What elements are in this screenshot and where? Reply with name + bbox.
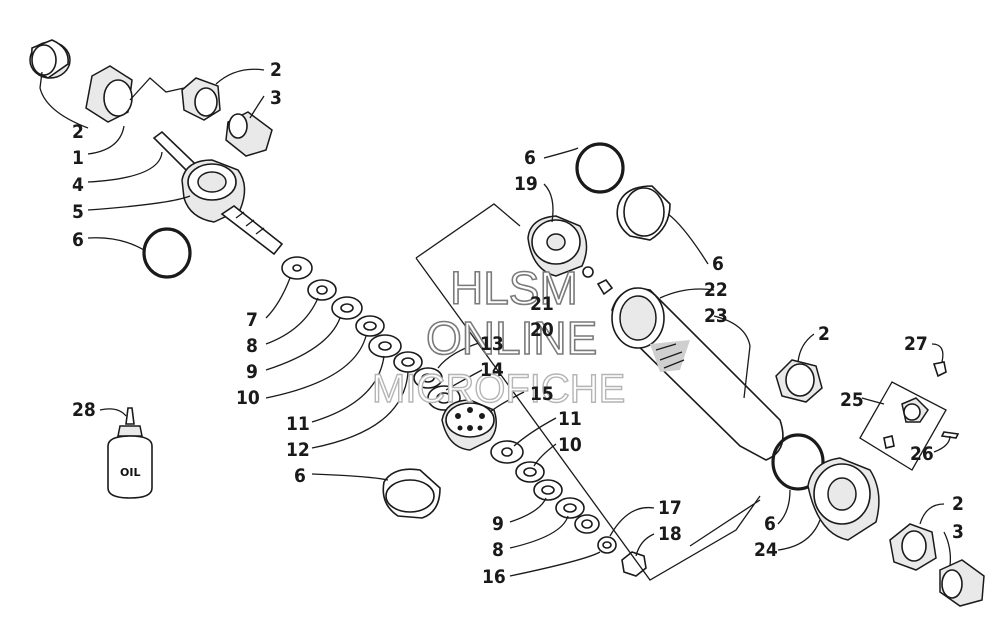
shaft-eye-assembly — [152, 130, 284, 256]
o-ring-right — [771, 433, 825, 491]
watermark-line-3: MICROFICHE — [372, 367, 625, 411]
callout-label: 12 — [286, 439, 310, 461]
callout-label: 16 — [482, 566, 506, 588]
callout-label: 3 — [952, 521, 964, 543]
o-ring-top — [575, 142, 625, 194]
valve-washer-stack-left — [281, 256, 461, 411]
shock-body — [611, 287, 784, 461]
schrader-valve — [582, 266, 594, 278]
seal-head — [527, 215, 588, 277]
valve-cap — [596, 278, 614, 296]
callout-label: 23 — [704, 305, 728, 327]
piston — [441, 399, 497, 451]
callout-label: 11 — [286, 413, 310, 435]
bushing-bottom-right — [889, 523, 937, 571]
valve-washer-stack-right — [490, 440, 647, 577]
callout-label: 20 — [530, 319, 554, 341]
callout-label: 14 — [480, 359, 504, 381]
watermark: HLSM ONLINE MICROFICHE — [371, 261, 626, 412]
callout-label: 10 — [236, 387, 260, 409]
callout-label: 25 — [840, 389, 864, 411]
callout-label: 5 — [72, 201, 84, 223]
reservoir-end-cap — [807, 457, 880, 541]
callout-label: 6 — [294, 465, 306, 487]
callout-label: 9 — [246, 361, 258, 383]
callout-label: 6 — [72, 229, 84, 251]
oil-bottle-label: OIL — [120, 466, 140, 479]
callout-label: 19 — [514, 173, 538, 195]
left-assembly: OIL — [29, 39, 647, 577]
bushing-upper — [181, 77, 221, 121]
callout-label: 28 — [72, 399, 96, 421]
kit-bracket-outline — [415, 203, 761, 581]
watermark-line-2: ONLINE — [426, 312, 597, 364]
callout-label: 2 — [270, 59, 282, 81]
callout-label: 6 — [764, 513, 776, 535]
callout-labels: 2 1 4 5 6 2 3 7 8 9 10 11 12 6 13 14 15 … — [72, 59, 964, 588]
callout-label: 2 — [72, 121, 84, 143]
callout-label: 21 — [530, 293, 554, 315]
callout-label: 15 — [530, 383, 554, 405]
callout-label: 8 — [246, 335, 258, 357]
oil-bottle: OIL — [107, 407, 153, 499]
callout-label: 27 — [904, 333, 928, 355]
callout-label: 22 — [704, 279, 728, 301]
callout-label: 17 — [658, 497, 682, 519]
callout-label: 10 — [558, 434, 582, 456]
callout-label: 7 — [246, 309, 258, 331]
callout-label: 6 — [524, 147, 536, 169]
callout-label: 4 — [72, 174, 84, 196]
sleeve-upper — [225, 111, 273, 157]
callout-label: 11 — [558, 408, 582, 430]
callout-label: 1 — [72, 147, 84, 169]
callout-label: 2 — [952, 493, 964, 515]
sleeve-bottom-right — [939, 559, 985, 607]
callout-label: 13 — [480, 333, 504, 355]
leader-lines — [39, 68, 952, 577]
callout-label: 26 — [910, 443, 934, 465]
bushing-right — [775, 359, 823, 403]
callout-label: 6 — [712, 253, 724, 275]
callout-label: 24 — [754, 539, 778, 561]
seal-band-top — [616, 185, 671, 241]
spacer-sleeve — [85, 65, 133, 123]
callout-label: 8 — [492, 539, 504, 561]
watermark-line-1: HLSM — [450, 262, 578, 314]
callout-label: 9 — [492, 513, 504, 535]
right-assembly — [527, 142, 985, 607]
bushing-top-left — [29, 39, 71, 79]
piston-band — [382, 468, 441, 519]
callout-label: 2 — [818, 323, 830, 345]
o-ring-left — [142, 227, 192, 279]
callout-label: 3 — [270, 87, 282, 109]
callout-label: 18 — [658, 523, 682, 545]
valve-fitting-group — [859, 361, 960, 471]
